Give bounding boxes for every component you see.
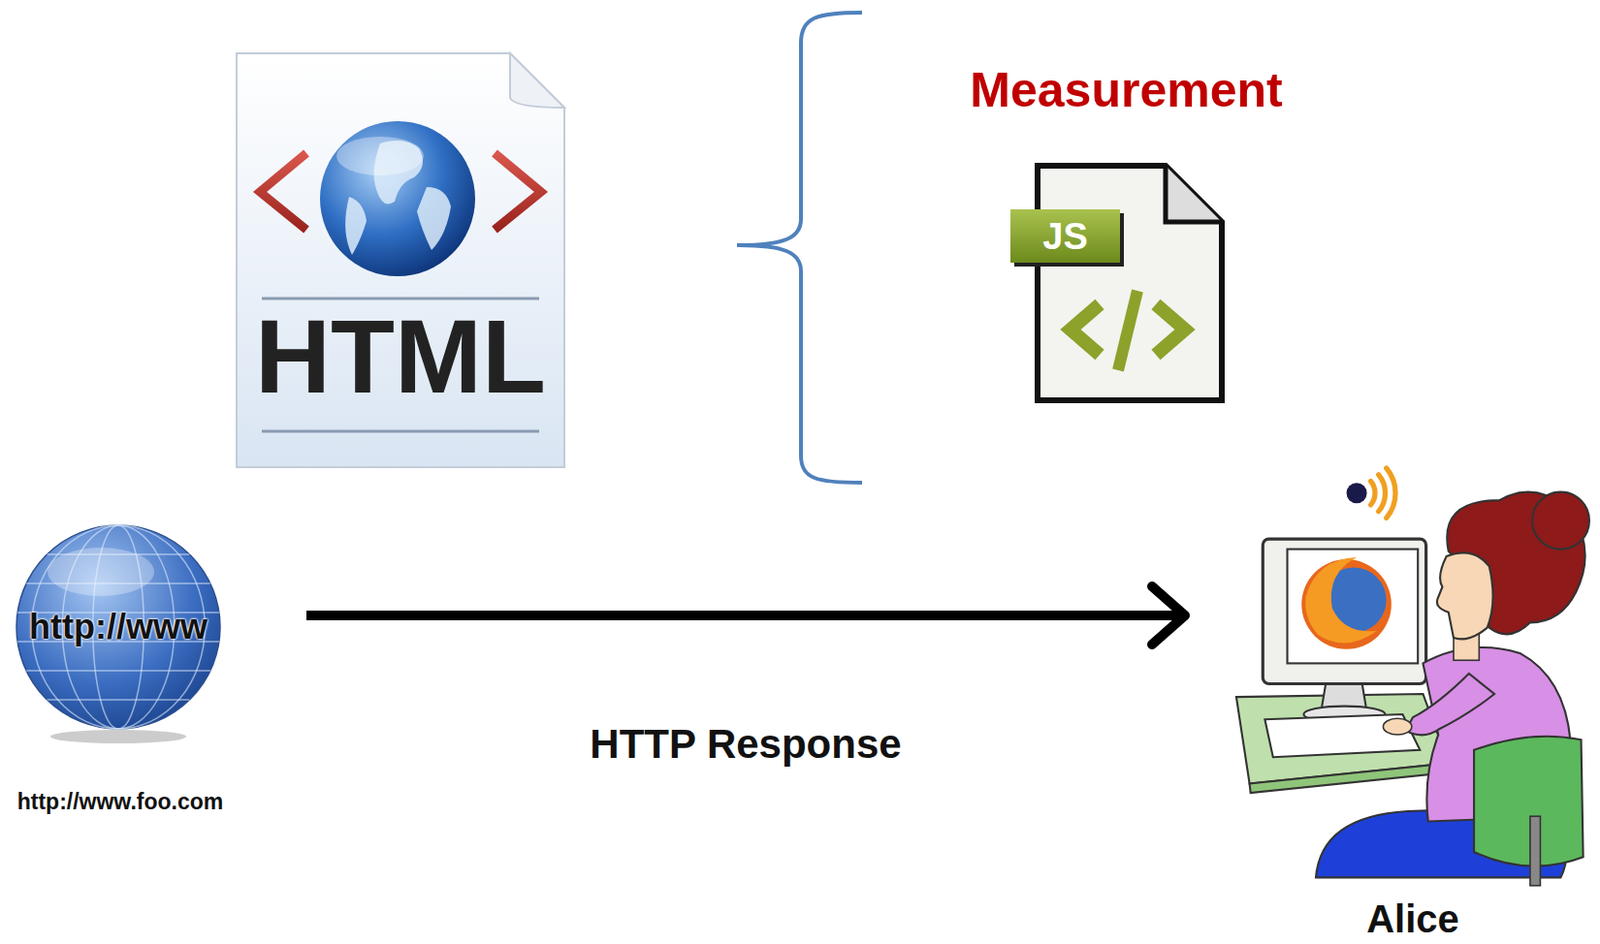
page-fold — [1165, 165, 1222, 223]
browser-logo-tail — [1305, 557, 1377, 643]
user-computer: Alice — [1198, 459, 1591, 941]
desk-edge — [1249, 764, 1449, 795]
user-name: Alice — [1315, 899, 1510, 939]
rule-line — [261, 297, 540, 301]
js-file-icon: MeasurementJS — [1010, 162, 1225, 404]
web-server-globe-art — [13, 523, 224, 825]
globe-shine — [47, 547, 155, 597]
page-fold — [510, 53, 565, 108]
web-server-globe: http://wwwhttp://www.foo.com — [13, 523, 224, 825]
signal-dot — [1346, 482, 1368, 504]
chevron-right — [494, 153, 542, 230]
chair-post — [1530, 816, 1541, 887]
curly-brace — [736, 12, 863, 483]
globe — [320, 121, 476, 277]
server-url: http://www.foo.com — [7, 791, 233, 814]
arrowhead — [1152, 586, 1185, 645]
screen — [1287, 549, 1419, 665]
edge-label: HTTP Response — [585, 724, 905, 766]
js-tag — [1010, 209, 1120, 263]
keyboard — [1264, 714, 1420, 758]
globe-shine — [336, 136, 424, 176]
signal-arc — [1371, 481, 1376, 506]
signal-arc — [1378, 475, 1386, 512]
code-symbol — [1155, 304, 1185, 355]
file-page — [1037, 165, 1222, 401]
arrow-shaft — [306, 610, 1180, 621]
response-arrow — [306, 586, 1185, 645]
globe-parallel — [47, 699, 191, 702]
icon-label: JS — [1010, 218, 1120, 256]
globe-shadow — [50, 730, 187, 744]
signal-arc — [1386, 468, 1396, 518]
continent — [416, 187, 451, 251]
arm — [1406, 673, 1496, 736]
globe-url: http://www — [13, 609, 224, 645]
hand — [1382, 718, 1411, 736]
html-file-icon: HTML — [234, 51, 567, 470]
heading: Measurement — [873, 65, 1379, 115]
chevron-left — [259, 153, 307, 230]
globe-parallel — [26, 670, 211, 672]
rule-line — [261, 430, 540, 434]
chair-back — [1473, 736, 1584, 867]
js-file-icon-art — [1010, 162, 1225, 404]
face — [1437, 552, 1494, 640]
code-symbol — [1118, 290, 1138, 371]
code-symbol — [1070, 304, 1100, 355]
continent — [345, 196, 367, 256]
hair-bun — [1532, 492, 1590, 550]
monitor — [1262, 539, 1426, 684]
icon-label: HTML — [234, 304, 567, 410]
user-computer-art — [1198, 459, 1591, 889]
